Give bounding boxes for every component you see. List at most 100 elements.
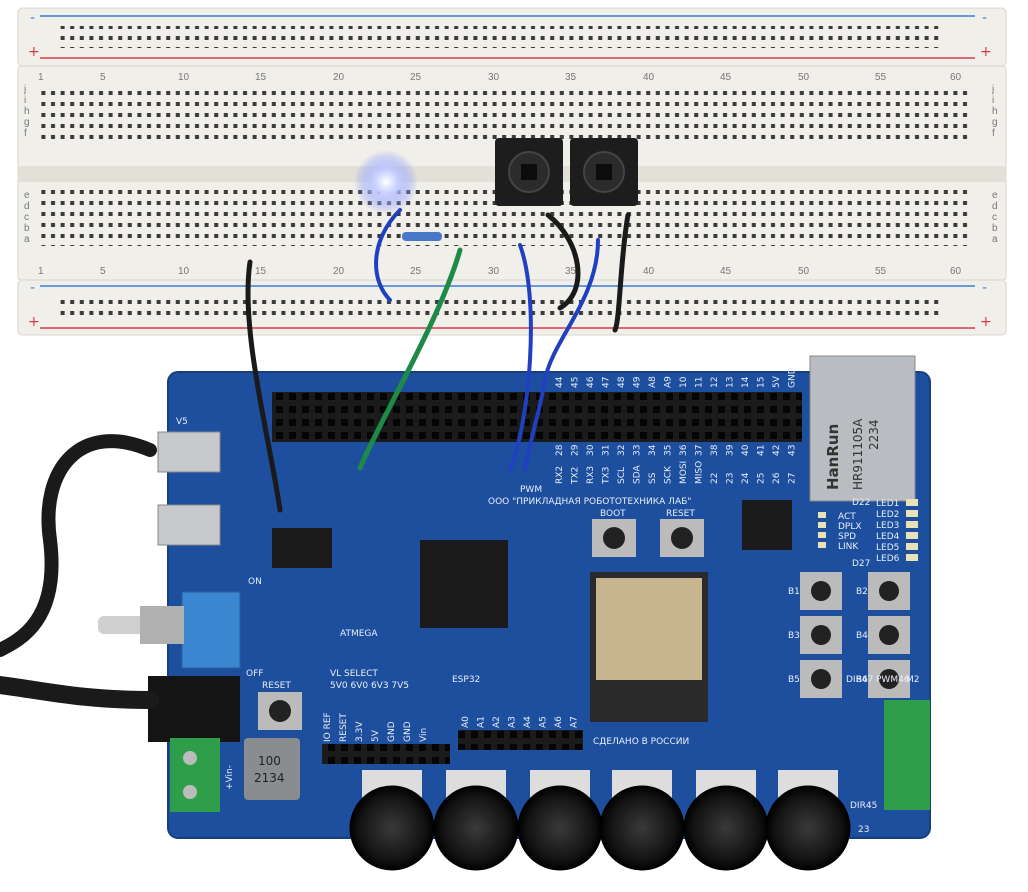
potentiometer-knob-3[interactable]	[517, 785, 603, 871]
pin-label: SDA	[633, 465, 643, 484]
pin-label: 39	[726, 444, 736, 456]
pin-label: RX3	[586, 466, 596, 484]
column-number: 25	[410, 72, 422, 83]
d22-label: D22	[852, 498, 870, 508]
usb-port-1[interactable]	[157, 431, 221, 473]
ethernet-model: HR911105A	[851, 418, 865, 490]
user-led-label: LED4	[876, 532, 900, 542]
ethernet-code: 2234	[867, 419, 881, 450]
row-letter: b	[24, 223, 30, 234]
column-number: 45	[720, 266, 732, 277]
analog-header	[458, 730, 583, 750]
column-number: 30	[488, 266, 500, 277]
pin-label: 29	[571, 444, 581, 456]
user-led	[906, 499, 918, 506]
boot-label: BOOT	[600, 509, 626, 519]
pin-label: 28	[555, 444, 565, 456]
column-number: 15	[255, 266, 267, 277]
motor-terminal-block[interactable]	[884, 700, 930, 810]
pin-label: A3	[508, 716, 518, 728]
button-label: B1	[788, 587, 800, 597]
on-label: ON	[248, 577, 262, 587]
status-led-label: LINK	[838, 542, 859, 552]
rail-plus-label: +	[28, 44, 40, 60]
potentiometer-knob-5[interactable]	[683, 785, 769, 871]
pin-label: 33	[633, 445, 643, 456]
rail-minus-label: -	[982, 280, 987, 296]
pin-label: 45	[571, 377, 581, 388]
esp32-label: ESP32	[452, 675, 480, 685]
pin-label: 3.3V	[355, 721, 365, 742]
user-led	[906, 521, 918, 528]
esp32-module	[590, 572, 708, 722]
maker-label: ООО "ПРИКЛАДНАЯ РОБОТОТЕХНИКА ЛАБ"	[488, 497, 691, 507]
status-led-label: SPD	[838, 532, 856, 542]
push-button-2[interactable]	[570, 138, 638, 206]
pin-label: 32	[617, 445, 627, 456]
ethernet-jack[interactable]: HanRun HR911105A 2234	[809, 355, 916, 502]
column-number: 1	[38, 72, 44, 83]
column-number: 55	[875, 72, 887, 83]
pin-label: 35	[664, 445, 674, 456]
row-letter: d	[992, 201, 998, 212]
user-led-label: LED6	[876, 554, 900, 564]
pin-label: 13	[726, 377, 736, 388]
user-button-cap	[879, 625, 899, 645]
row-letter: g	[992, 117, 998, 128]
pin-label: 40	[741, 444, 751, 456]
potentiometer-knob-4[interactable]	[599, 785, 685, 871]
rail-plus-label: +	[980, 314, 992, 330]
row-letter: a	[24, 234, 30, 245]
column-number: 45	[720, 72, 732, 83]
potentiometer-knob-2[interactable]	[433, 785, 519, 871]
pin-label: 41	[757, 445, 767, 456]
user-led	[906, 543, 918, 550]
vin-terminal-block[interactable]	[170, 738, 220, 812]
pin-label: 12	[710, 377, 720, 388]
reset-label-left: RESET	[262, 681, 291, 691]
usb-port-2[interactable]	[157, 504, 221, 546]
pin-label: 38	[710, 444, 720, 456]
pwm-label: PWM	[520, 485, 542, 495]
dc-power-jack[interactable]	[148, 676, 240, 742]
row-letter: a	[992, 234, 998, 245]
column-number: 60	[950, 266, 962, 277]
pin-label: 31	[602, 445, 612, 456]
power-toggle-switch[interactable]	[98, 591, 241, 669]
pin-label: A8	[648, 376, 658, 388]
row-letter: b	[992, 223, 998, 234]
row-letter: h	[24, 106, 30, 117]
pin-label: Vin	[419, 728, 429, 742]
pin-label: TX2	[571, 467, 581, 485]
pin-label: A7	[570, 716, 580, 728]
row-letter: c	[24, 212, 29, 223]
pin-label: 15	[757, 377, 767, 388]
bottom-header-pin-labels: RX228TX229RX330TX331SCL32SDA33SS34SCK35M…	[555, 444, 798, 485]
atmega-chip	[420, 540, 508, 628]
potentiometer-knob-6[interactable]	[765, 785, 851, 871]
pin-label: A4	[523, 716, 533, 728]
pin-label: 47	[602, 377, 612, 388]
column-number: 10	[178, 72, 190, 83]
row-letter: e	[992, 190, 998, 201]
pin-label: IO REF	[323, 712, 333, 742]
user-button-cap	[879, 669, 899, 689]
ethernet-chip	[742, 500, 792, 550]
potentiometer-knob-1[interactable]	[349, 785, 435, 871]
pin-label: 48	[617, 376, 627, 388]
pin-label: GND	[403, 721, 413, 742]
status-led	[818, 532, 826, 538]
rail-plus-label: +	[980, 44, 992, 60]
push-button-1[interactable]	[495, 138, 563, 206]
pin-label: GND	[788, 367, 798, 388]
vl-options-label: 5V0 6V0 6V3 7V5	[330, 681, 409, 691]
column-number: 35	[565, 72, 577, 83]
pin-label: 37	[695, 445, 705, 456]
potentiometers	[349, 770, 851, 871]
pin-label: 10	[679, 376, 689, 388]
status-led	[818, 522, 826, 528]
pin-label: 46	[586, 376, 596, 388]
user-led-label: LED1	[876, 499, 899, 509]
